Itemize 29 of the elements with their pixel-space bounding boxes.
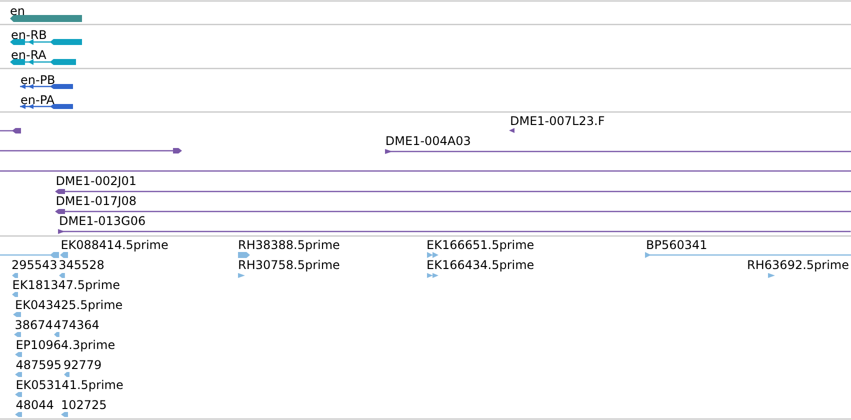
- feature-label: en-RB: [11, 28, 47, 41]
- feature-label: EP10964.3prime: [16, 338, 116, 351]
- feature-label: EK166651.5prime: [426, 238, 534, 251]
- feature-label: RH63692.5prime: [747, 258, 849, 271]
- feature-label: EK088414.5prime: [60, 238, 168, 251]
- feature-label: en-PA: [20, 94, 54, 106]
- feature-label: BP560341: [646, 238, 708, 251]
- feature-label: 474364: [54, 318, 100, 331]
- feature-label: DME1-007L23.F: [510, 114, 605, 127]
- feature-label: DME1-013G06: [58, 215, 146, 228]
- feature-label: en: [10, 4, 25, 17]
- feature-label: 38674: [14, 318, 53, 331]
- feature-label: EK053141.5prime: [16, 378, 124, 391]
- feature-label: RH38388.5prime: [238, 238, 340, 251]
- feature-label: DME1-004A03: [385, 135, 471, 147]
- feature-label: 92779: [64, 358, 102, 371]
- feature-label: 295543: [12, 258, 58, 271]
- feature-label: 345528: [58, 258, 104, 271]
- feature-label: 102725: [61, 398, 107, 411]
- feature-label: EK181347.5prime: [12, 278, 120, 291]
- feature-label: RH30758.5prime: [238, 258, 340, 271]
- feature-label: DME1-017J08: [56, 195, 137, 208]
- feature-label: 48044: [16, 398, 54, 411]
- feature-label: EK043425.5prime: [15, 298, 123, 311]
- feature-label: en-RA: [11, 48, 46, 61]
- feature-label: 487595: [16, 358, 62, 371]
- feature-label: en-PB: [20, 74, 56, 86]
- feature-label: DME1-002J01: [56, 175, 137, 188]
- feature-label: EK166434.5prime: [426, 258, 534, 271]
